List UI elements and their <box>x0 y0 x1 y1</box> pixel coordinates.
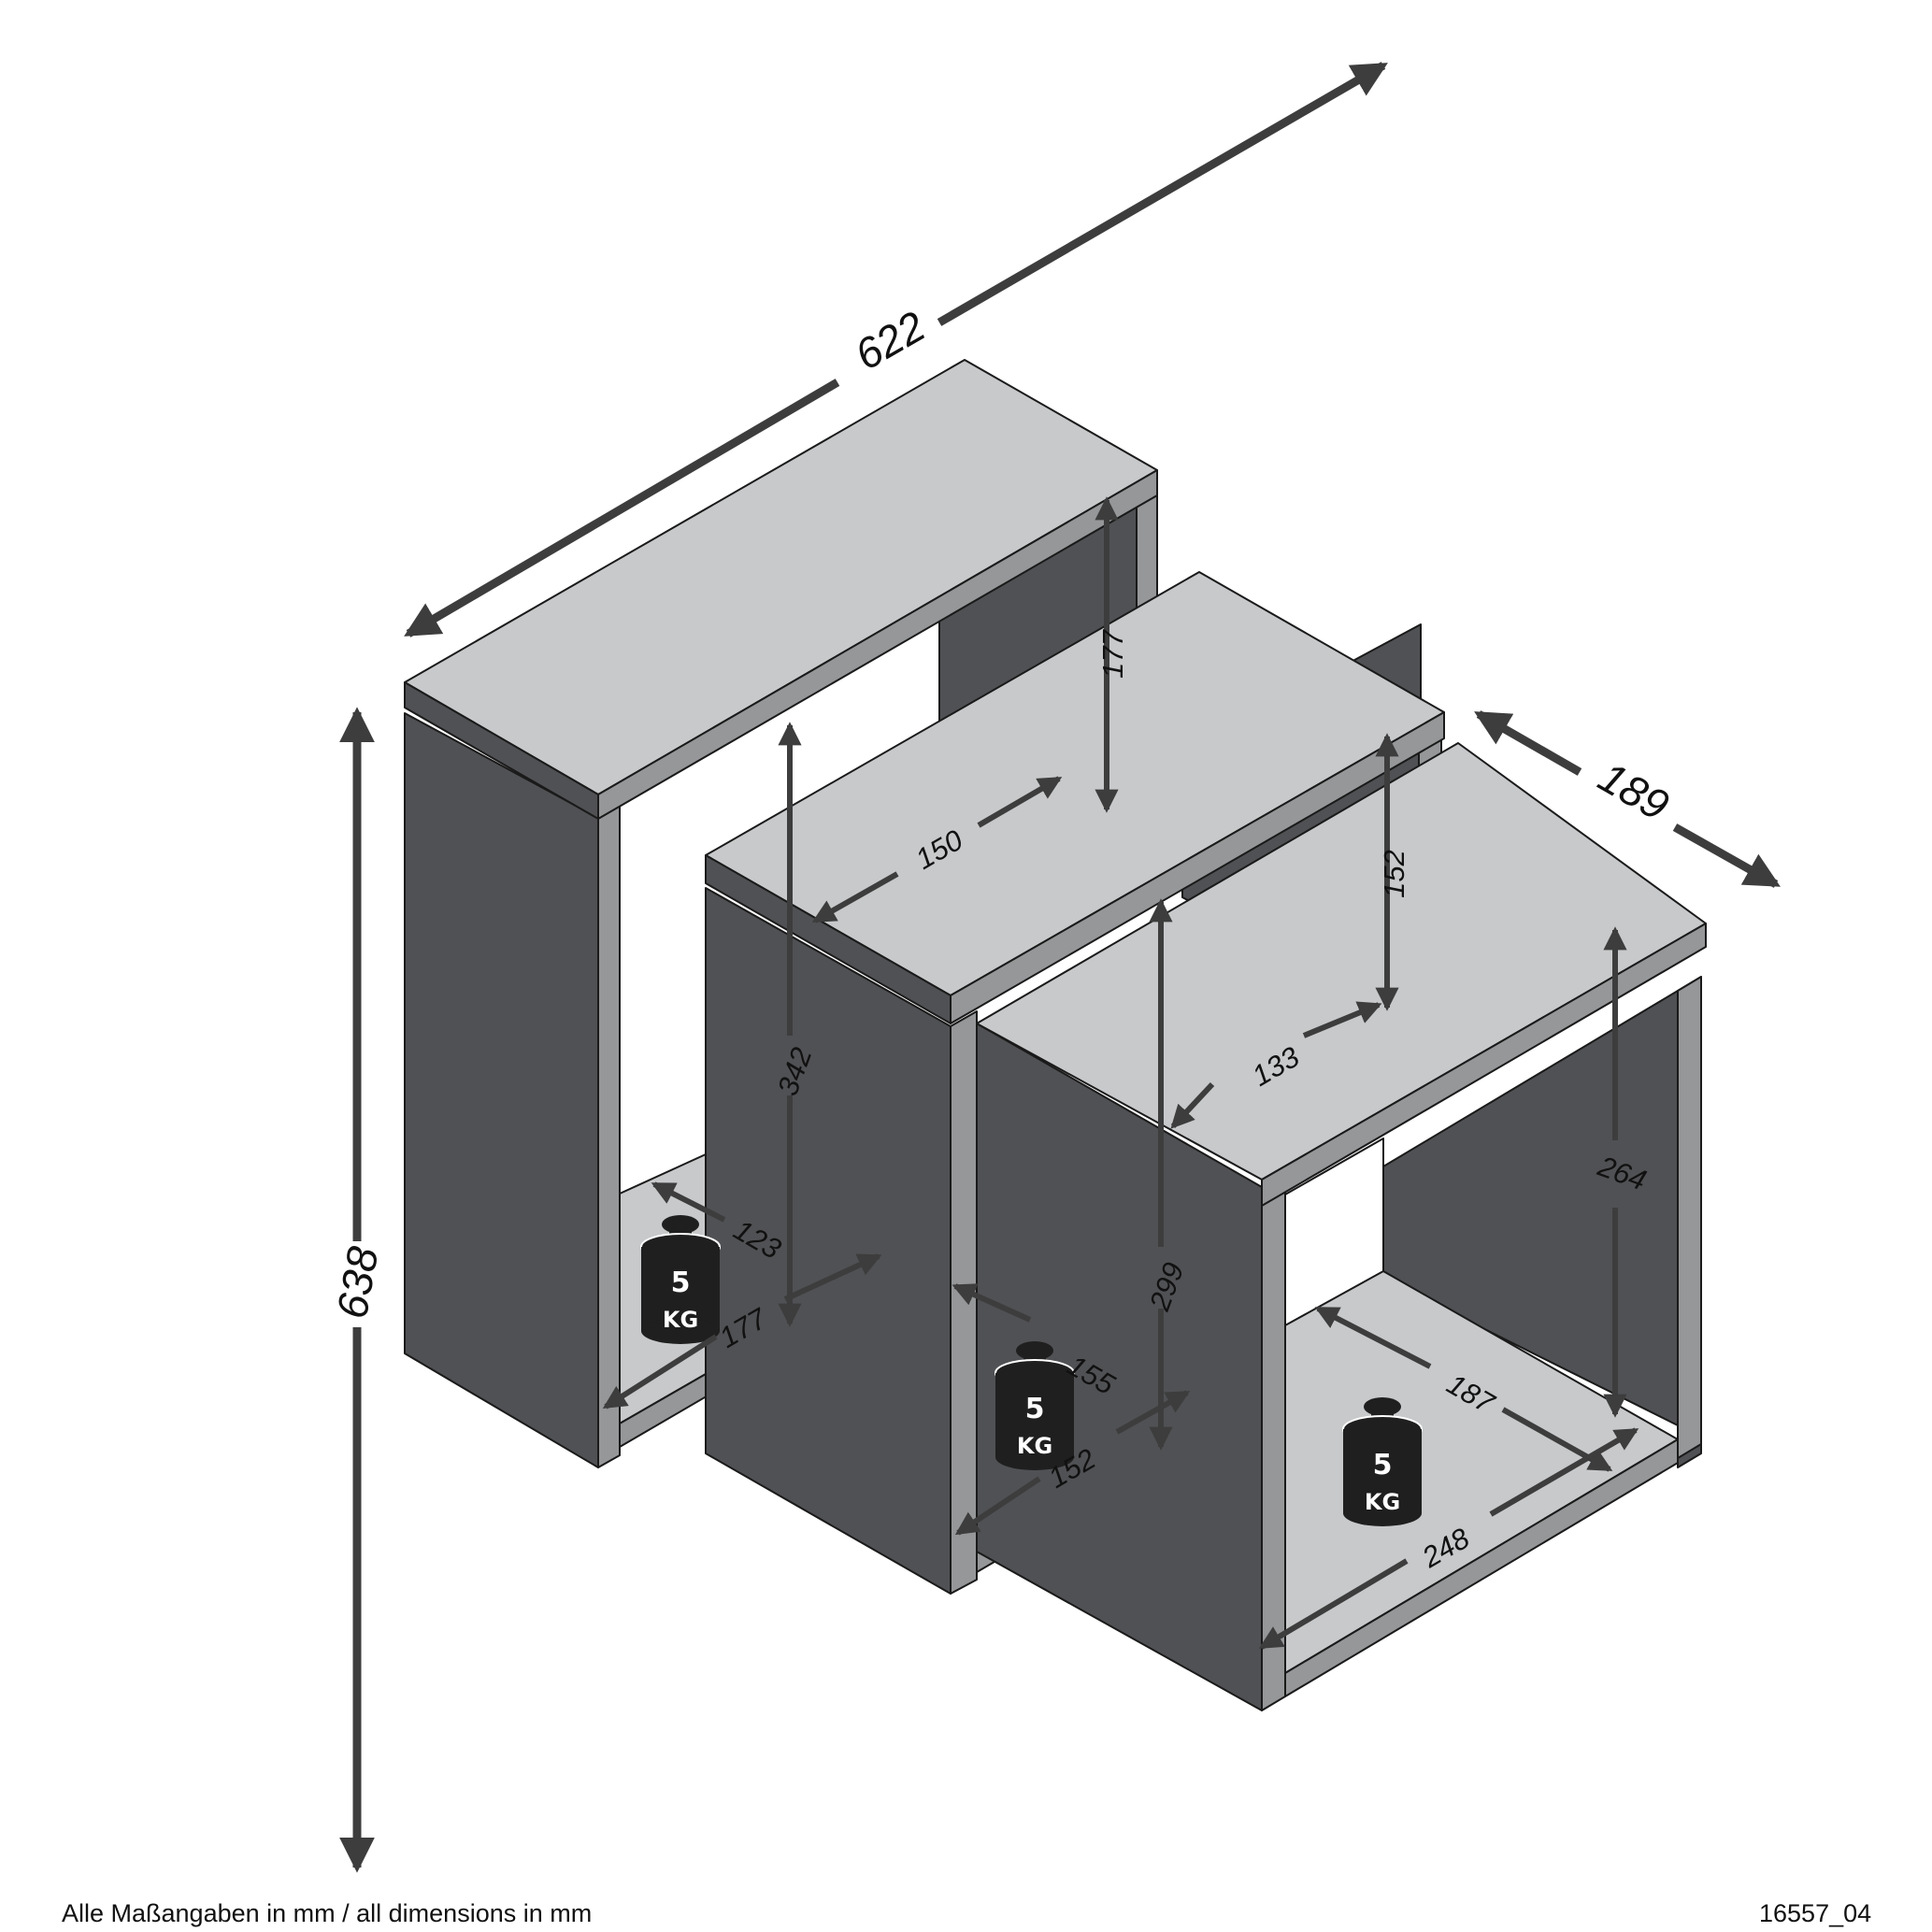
label-depth: 189 <box>1591 751 1677 829</box>
label-top-section-height: 177 <box>1096 628 1129 678</box>
width-arrow-segment-1 <box>404 379 840 637</box>
weight-right-value: 5 <box>1373 1449 1393 1481</box>
weight-left: 5 KG <box>640 1215 721 1344</box>
label-height: 638 <box>327 1243 388 1323</box>
weight-middle-unit: KG <box>1017 1433 1052 1459</box>
label-width: 622 <box>847 301 933 379</box>
label-mid-section-height: 152 <box>1378 850 1410 898</box>
width-arrow-segment-2 <box>937 62 1388 326</box>
weight-left-value: 5 <box>671 1267 691 1299</box>
middle-unit-left-panel-edge <box>950 1010 978 1595</box>
mid-top-width-arrow-segment-1 <box>811 871 899 923</box>
shelf-unit <box>404 359 1707 1711</box>
left-unit-left-panel-edge <box>597 805 621 1468</box>
depth-arrow-segment-2 <box>1672 823 1781 888</box>
depth-arrow-segment-1 <box>1474 710 1582 776</box>
right-unit-left-panel-edge <box>1261 1173 1286 1711</box>
right-top-width-arrow-segment-1 <box>1170 1081 1215 1129</box>
left-unit-top-left-edge <box>404 681 599 820</box>
middle-shelf-depth-arrow <box>952 1283 1032 1323</box>
weight-middle-value: 5 <box>1025 1393 1045 1425</box>
right-unit-shelf-edge <box>1284 1438 1679 1697</box>
middle-unit-top-left-edge <box>705 854 952 1024</box>
middle-shelf-width-arrow-segment-2 <box>1115 1390 1191 1435</box>
left-unit-left-panel <box>404 712 599 1468</box>
mid-top-width-arrow-segment-2 <box>977 776 1063 828</box>
weight-middle: 5 KG <box>995 1341 1075 1470</box>
weight-left-unit: KG <box>663 1307 698 1333</box>
middle-shelf-width-arrow-segment-1 <box>954 1476 1041 1536</box>
weight-right-unit: KG <box>1365 1489 1400 1515</box>
left-shelf-depth-arrow <box>651 1181 726 1223</box>
right-shelf-width-arrow-segment-2 <box>1489 1427 1639 1517</box>
dimension-arrows <box>339 62 1781 1873</box>
footer-units-note: Alle Maßangaben in mm / all dimensions i… <box>62 1899 593 1927</box>
right-shelf-width-arrow-segment-1 <box>1258 1558 1409 1650</box>
footer-drawing-code: 16557_04 <box>1759 1899 1872 1927</box>
right-shelf-depth-arrow-segment-1 <box>1314 1306 1432 1369</box>
right-shelf-depth-arrow-segment-2 <box>1501 1407 1613 1472</box>
right-unit-top-front-edge <box>1261 923 1707 1207</box>
left-shelf-width-arrow-segment-1 <box>602 1334 718 1410</box>
left-shelf-width-arrow-segment-2 <box>783 1253 882 1302</box>
right-unit-right-panel-edge <box>1677 976 1702 1459</box>
right-top-width-arrow-segment-2 <box>1302 1001 1382 1038</box>
weight-right: 5 KG <box>1342 1397 1423 1526</box>
